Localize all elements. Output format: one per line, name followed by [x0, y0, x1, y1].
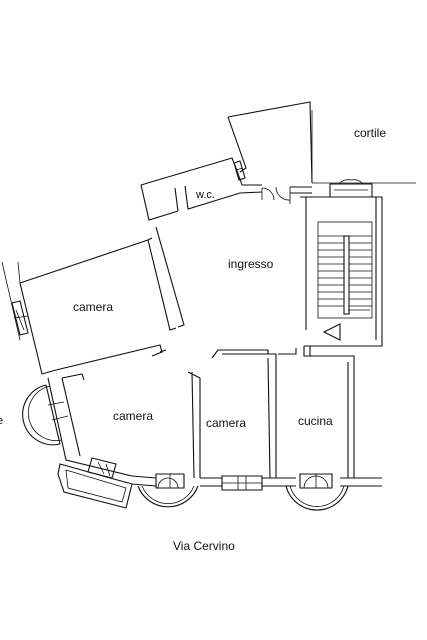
stair-treads: [318, 235, 372, 307]
bay-window-left: [22, 384, 69, 446]
cucina-room: [278, 346, 382, 487]
camera-nw-room: [1, 226, 185, 381]
label-wc: w.c.: [195, 189, 215, 201]
label-camera-sw: camera: [113, 409, 153, 423]
label-camera-mid: camera: [206, 416, 246, 430]
label-edge: e: [0, 415, 3, 427]
label-ingresso: ingresso: [228, 257, 274, 271]
stairwell: [300, 179, 383, 347]
camera-mid-room: [200, 349, 296, 491]
camera-sw-room: [47, 349, 201, 487]
label-street: Via Cervino: [173, 539, 235, 553]
wc-room: [140, 157, 263, 221]
label-cucina: cucina: [298, 414, 333, 428]
bay-window-bottom-2: [285, 473, 349, 511]
bay-window-sw: [57, 457, 133, 509]
bay-window-bottom-1: [137, 473, 199, 508]
door-swings-top: [261, 186, 312, 204]
label-cortile: cortile: [354, 126, 386, 140]
terrace-area: [227, 101, 416, 184]
label-camera-nw: camera: [73, 300, 113, 314]
